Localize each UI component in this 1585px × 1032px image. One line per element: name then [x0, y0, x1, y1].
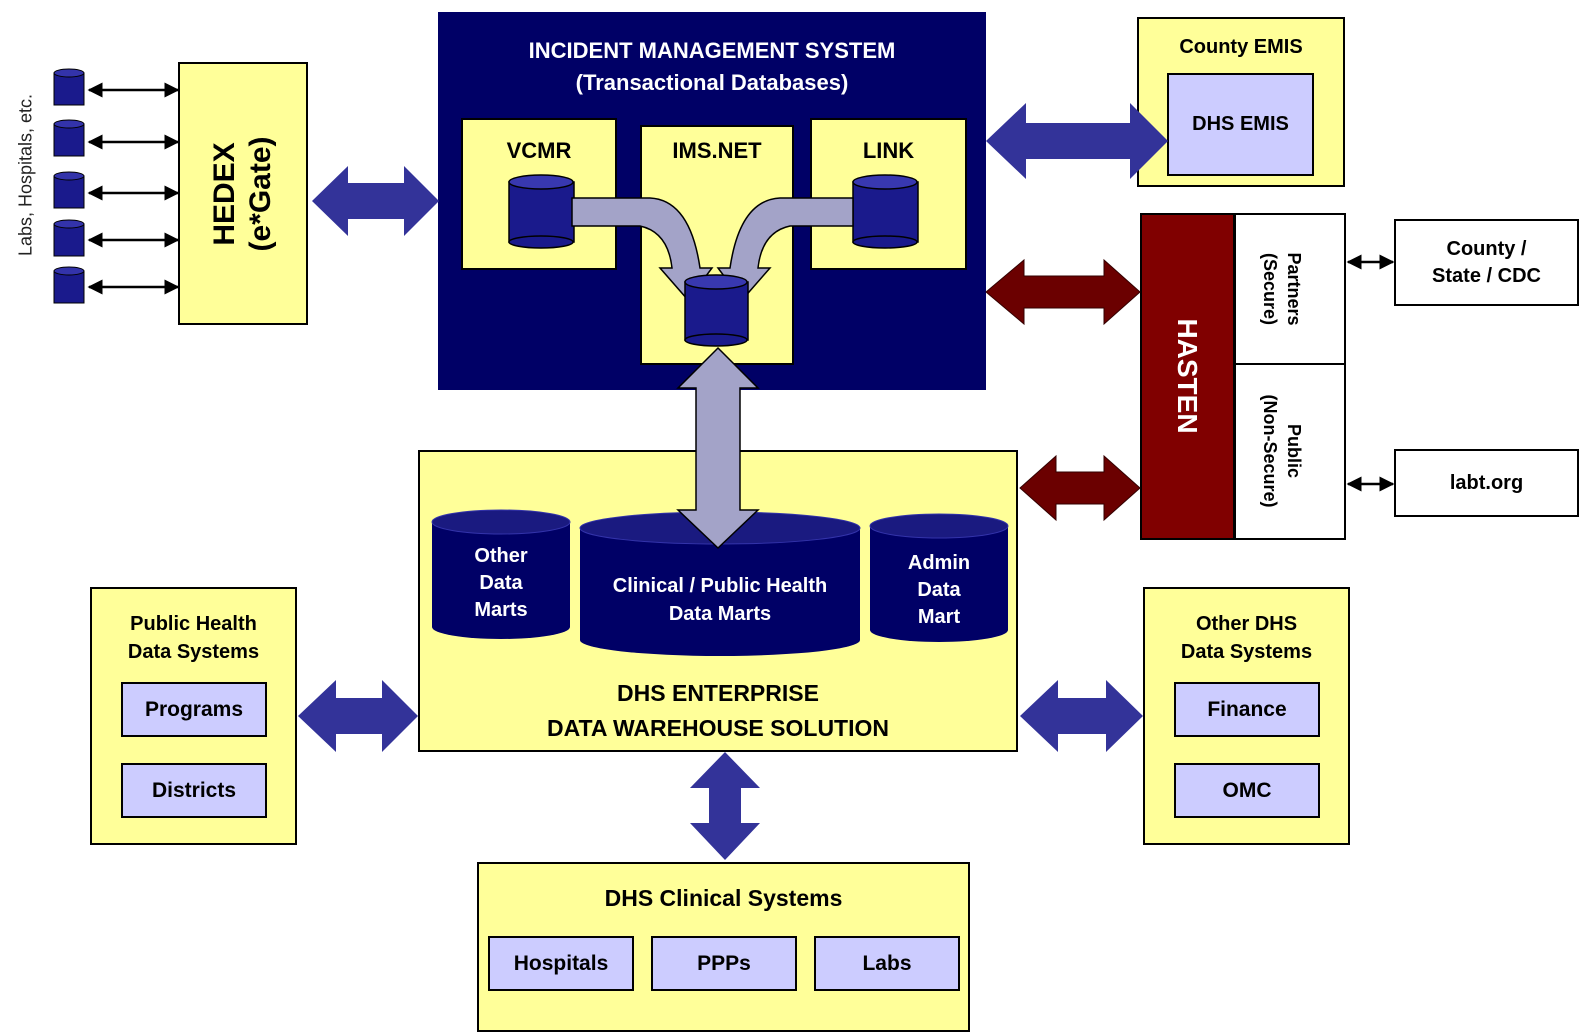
dhs-emis-box: DHS EMIS: [1167, 73, 1314, 176]
link-label: LINK: [862, 138, 915, 163]
hedex-ims-arrow: [312, 166, 439, 236]
ims-hasten-arrow: [985, 258, 1141, 326]
partners-label: Partners (Secure): [1260, 252, 1304, 326]
county-emis-title: County EMIS: [1179, 36, 1303, 58]
ims-subtitle: (Transactional Databases): [575, 70, 849, 95]
finance-box[interactable]: Finance: [1174, 682, 1320, 737]
hasten-label: HASTEN: [1172, 318, 1203, 434]
warehouse-other-dhs-arrow: [1020, 680, 1143, 752]
hasten-box: [1140, 213, 1235, 540]
public-label: Public (Non-Secure): [1260, 394, 1304, 508]
districts-box[interactable]: Districts: [121, 763, 267, 818]
hospitals-box[interactable]: Hospitals: [488, 936, 634, 991]
warehouse-clinical-arrow: [690, 752, 760, 860]
imsnet-label: IMS.NET: [672, 138, 762, 163]
public-health-warehouse-arrow: [298, 680, 418, 752]
vcmr-label: VCMR: [506, 138, 572, 163]
programs-box[interactable]: Programs: [121, 682, 267, 737]
omc-box[interactable]: OMC: [1174, 763, 1320, 818]
admin-mart-label: Admin Data Mart: [907, 552, 971, 628]
labt-box: labt.org: [1394, 449, 1579, 517]
other-dhs-title: Other DHS Data Systems: [1180, 613, 1313, 663]
ims-title: INCIDENT MANAGEMENT SYSTEM: [528, 38, 896, 63]
hedex-title: HEDEX (e*Gate): [208, 136, 277, 252]
warehouse-hasten-arrow: [1019, 454, 1141, 522]
hedex-box: [178, 62, 308, 325]
public-box: [1234, 363, 1346, 540]
warehouse-title-line2: DATA WAREHOUSE SOLUTION: [546, 715, 889, 741]
source-db-cylinders: [53, 68, 85, 304]
clinical-systems-title: DHS Clinical Systems: [604, 885, 843, 911]
clinical-marts-label: Clinical / Public Health Data Marts: [612, 575, 828, 625]
hasten-external-arrows: [1346, 254, 1395, 492]
public-health-title: Public Health Data Systems: [127, 613, 260, 663]
county-state-cdc-box: County /State / CDC: [1394, 219, 1579, 306]
warehouse-title-line1: DHS ENTERPRISE: [617, 680, 819, 706]
ppps-box[interactable]: PPPs: [651, 936, 797, 991]
source-connector-arrows: [87, 82, 180, 295]
labs-box[interactable]: Labs: [814, 936, 960, 991]
sources-label: Labs, Hospitals, etc.: [15, 93, 36, 257]
other-marts-label: Other Data Marts: [474, 545, 528, 621]
